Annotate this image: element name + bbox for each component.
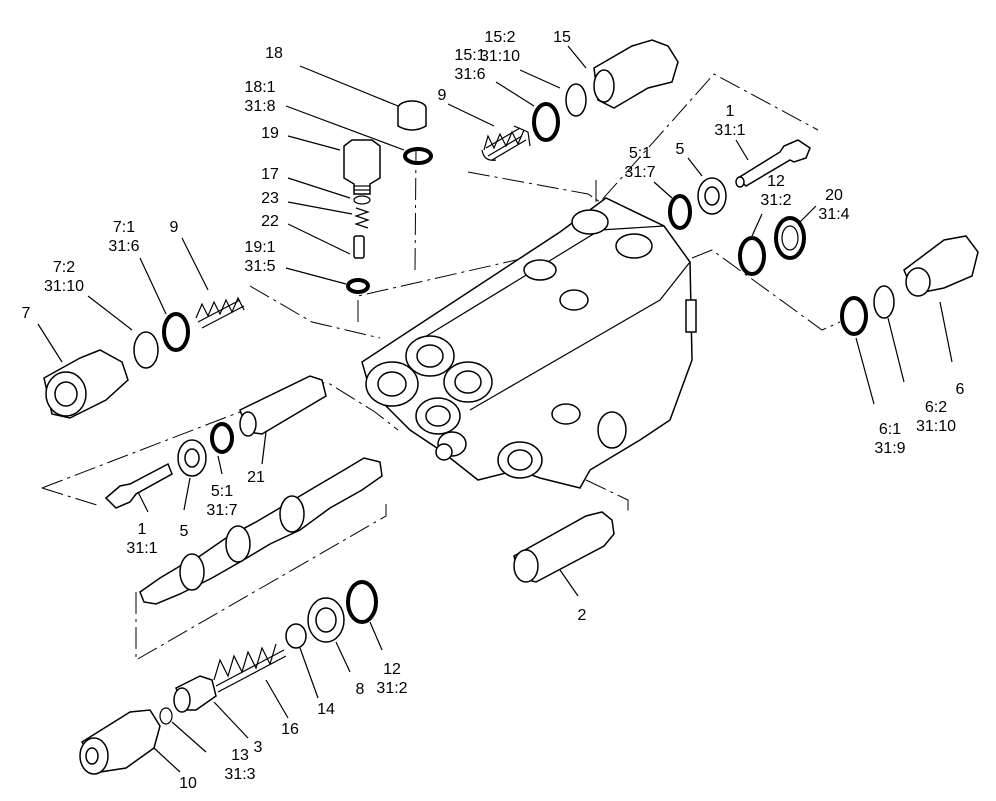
- callout-6-1: 6:1 31:9: [874, 421, 906, 457]
- part-5-1-oring-upper: [668, 194, 692, 230]
- part-5-cap-upper: [697, 177, 727, 215]
- callout-10: 10: [179, 775, 197, 792]
- callout-22: 22: [261, 213, 279, 230]
- callout-9-lower: 9: [169, 219, 179, 236]
- part-1-pin-lower: [104, 462, 173, 509]
- part-20-ring: [774, 216, 806, 260]
- callout-19: 19: [261, 125, 279, 142]
- callout-23: 23: [261, 190, 279, 207]
- part-14-washer: [285, 623, 307, 649]
- part-5-cap-lower: [177, 439, 207, 477]
- part-21-sleeve: [239, 375, 327, 437]
- part-8-cap: [307, 597, 345, 643]
- callout-6: 6: [955, 381, 965, 398]
- callout-7: 7: [21, 305, 31, 322]
- part-12-oring-lower: [346, 580, 378, 624]
- callout-7-1: 7:1 31:6: [108, 219, 140, 255]
- part-10-plug: [79, 709, 161, 775]
- part-19-1-oring: [346, 278, 370, 294]
- callout-1-lower: 1 31:1: [126, 521, 158, 557]
- leader-lines: [37, 45, 953, 773]
- part-15-1-oring: [532, 102, 560, 142]
- part-6-2-backup-ring: [873, 285, 895, 319]
- part-2-spool-end: [513, 511, 615, 583]
- callout-5-lower: 5: [179, 523, 189, 540]
- part-19-cap: [343, 139, 381, 195]
- part-6-1-oring: [840, 296, 868, 336]
- callout-6-2: 6:2 31:10: [915, 399, 957, 435]
- part-7-1-oring: [162, 312, 190, 352]
- part-18-plug: [397, 100, 427, 131]
- callout-18-1: 18:1 31:8: [244, 79, 276, 115]
- callout-18: 18: [265, 45, 283, 62]
- callout-1-upper: 1 31:1: [714, 103, 746, 139]
- part-22-pin: [353, 235, 365, 259]
- part-7-2-backup-ring: [133, 331, 159, 369]
- part-9-spring-lower: [195, 296, 245, 329]
- part-13-small-ring: [159, 707, 173, 725]
- part-7-plug: [43, 349, 129, 419]
- callout-14: 14: [317, 701, 335, 718]
- callout-8: 8: [355, 681, 365, 698]
- callout-19-1: 19:1 31:5: [244, 239, 276, 275]
- part-15-2-backup-ring: [565, 83, 587, 117]
- part-18-1-oring: [403, 147, 433, 165]
- callout-2: 2: [577, 607, 587, 624]
- callout-12-lower: 12 31:2: [376, 661, 408, 697]
- part-17-washer: [353, 195, 371, 205]
- part-9-spring-upper: [481, 125, 531, 161]
- part-6-plug: [903, 235, 979, 297]
- part-16-spring: [213, 643, 287, 693]
- callout-20: 20 31:4: [818, 187, 850, 223]
- callout-5-1-lower: 5:1 31:7: [206, 483, 238, 519]
- callout-21: 21: [247, 469, 265, 486]
- callout-15: 15: [553, 29, 571, 46]
- callout-3: 3: [253, 739, 263, 756]
- callout-7-2: 7:2 31:10: [43, 259, 85, 295]
- part-3-seat: [173, 675, 217, 713]
- callout-17: 17: [261, 166, 279, 183]
- main-spool: [139, 457, 383, 605]
- callout-15-1: 15:1 31:6: [454, 47, 486, 83]
- part-1-pin-upper: [735, 139, 811, 188]
- valve-body: [361, 197, 697, 489]
- callout-5-1-upper: 5:1 31:7: [624, 145, 656, 181]
- part-5-1-oring-lower: [210, 422, 234, 454]
- callout-13: 13 31:3: [224, 747, 256, 783]
- part-12-oring-upper: [738, 236, 766, 276]
- callout-12-upper: 12 31:2: [760, 173, 792, 209]
- callout-16: 16: [281, 721, 299, 738]
- part-23-spring: [354, 207, 370, 229]
- part-15-plug: [593, 39, 679, 109]
- callout-5-upper: 5: [675, 141, 685, 158]
- callout-15-2: 15:2 31:10: [479, 29, 521, 65]
- callout-9-upper: 9: [437, 87, 447, 104]
